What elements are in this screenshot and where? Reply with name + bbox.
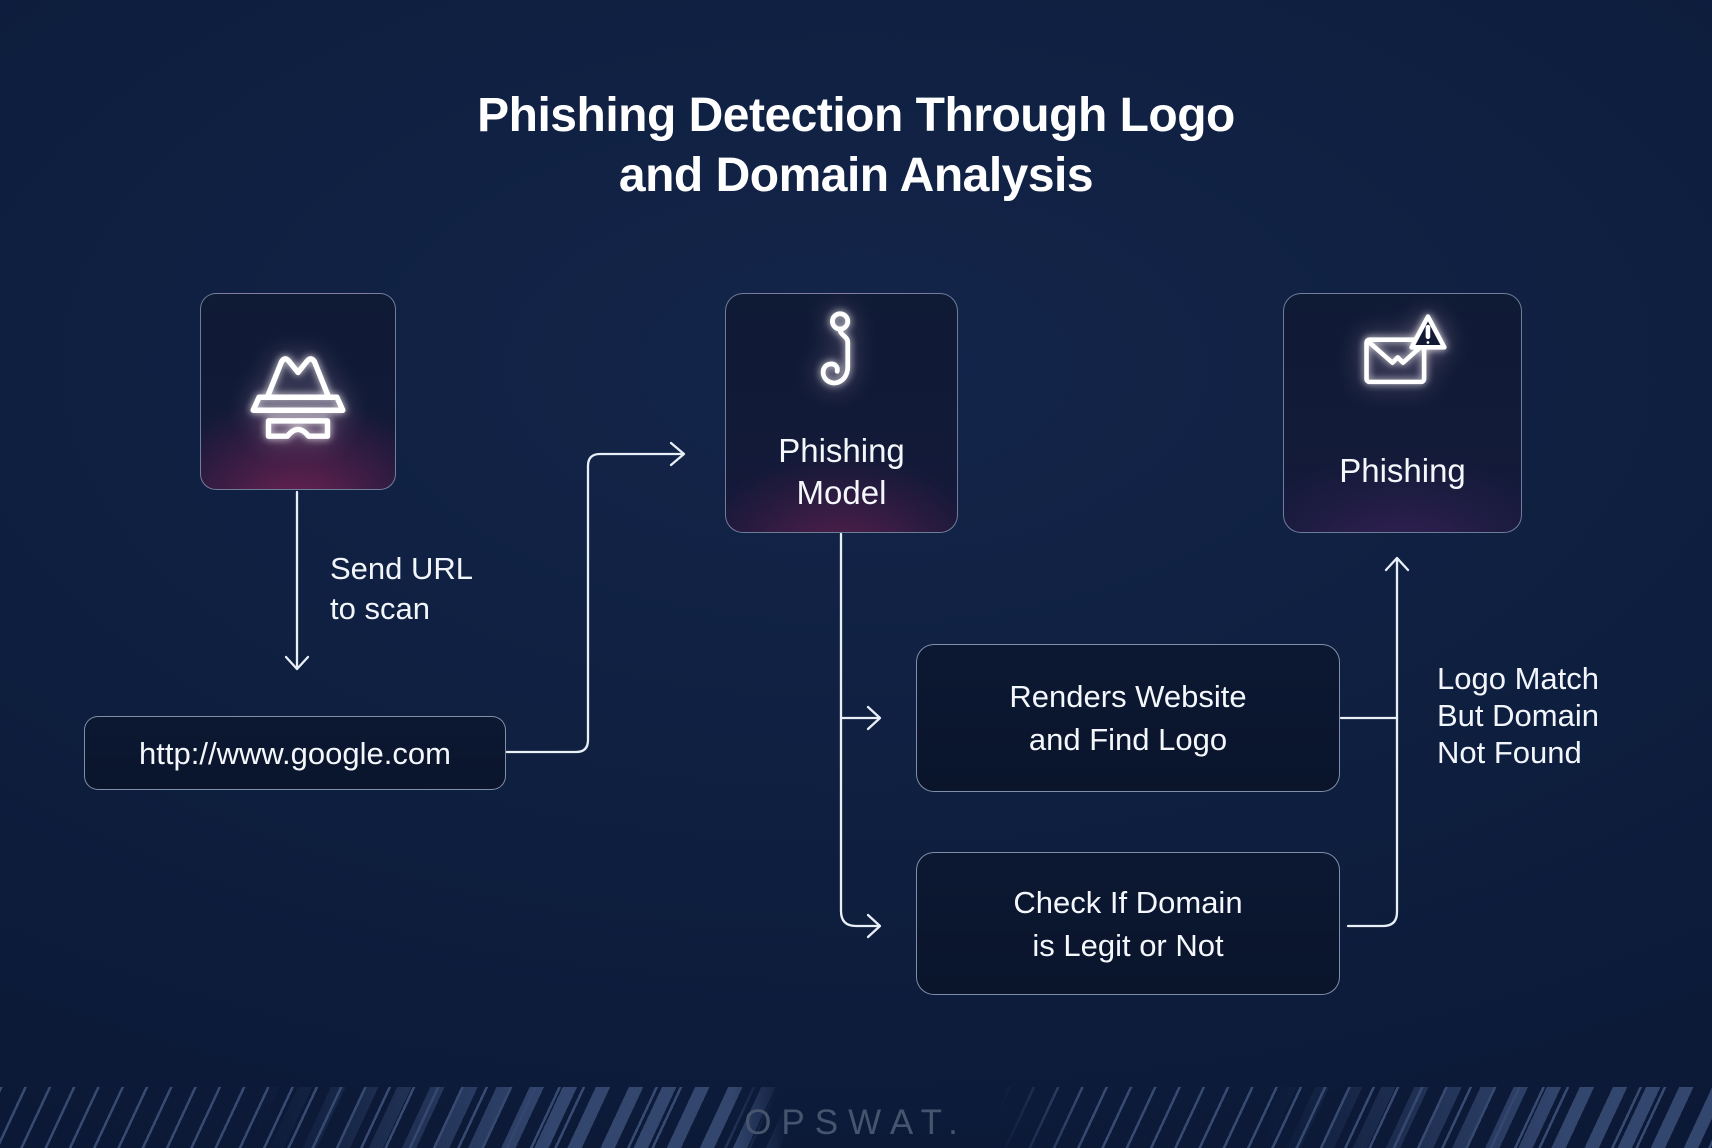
attacker-node [200,293,396,490]
arrow-check-to-phishing [1346,556,1410,928]
opswat-logo: OPSWAT. [744,1103,968,1142]
phishing-result-label: Phishing [1339,452,1466,489]
fish-hook-icon [794,307,890,408]
phishing-model-label: Phishing Model [778,432,905,511]
phishing-result-node: Phishing [1283,293,1522,533]
url-node: http://www.google.com [84,716,506,790]
renders-website-text: Renders Website and Find Logo [1009,679,1247,757]
check-domain-text: Check If Domain is Legit or Not [1013,884,1243,963]
footer: OPSWAT. [0,1085,1712,1148]
edge-label-logo-match: Logo Match But Domain Not Found [1437,661,1599,770]
arrow-url-to-model [505,441,686,754]
phishing-model-node: Phishing Model [725,293,958,533]
page-title: Phishing Detection Through Logo and Doma… [0,86,1712,206]
mail-warning-icon [1351,307,1455,408]
edge-label-send-url: Send URL to scan [330,551,474,626]
page-title-line-2: and Domain Analysis [618,149,1094,202]
arrow-model-to-check [839,532,882,939]
spy-incognito-icon [239,330,357,453]
check-domain-node: Check If Domain is Legit or Not [916,852,1340,995]
renders-website-node: Renders Website and Find Logo [916,644,1340,792]
url-text: http://www.google.com [139,735,451,771]
page-title-line-1: Phishing Detection Through Logo [477,89,1235,142]
arrow-attacker-to-url [284,490,310,671]
footer-stripes-right [984,1087,1712,1148]
arrow-model-to-renders [839,705,882,731]
footer-stripes-left [0,1087,788,1148]
